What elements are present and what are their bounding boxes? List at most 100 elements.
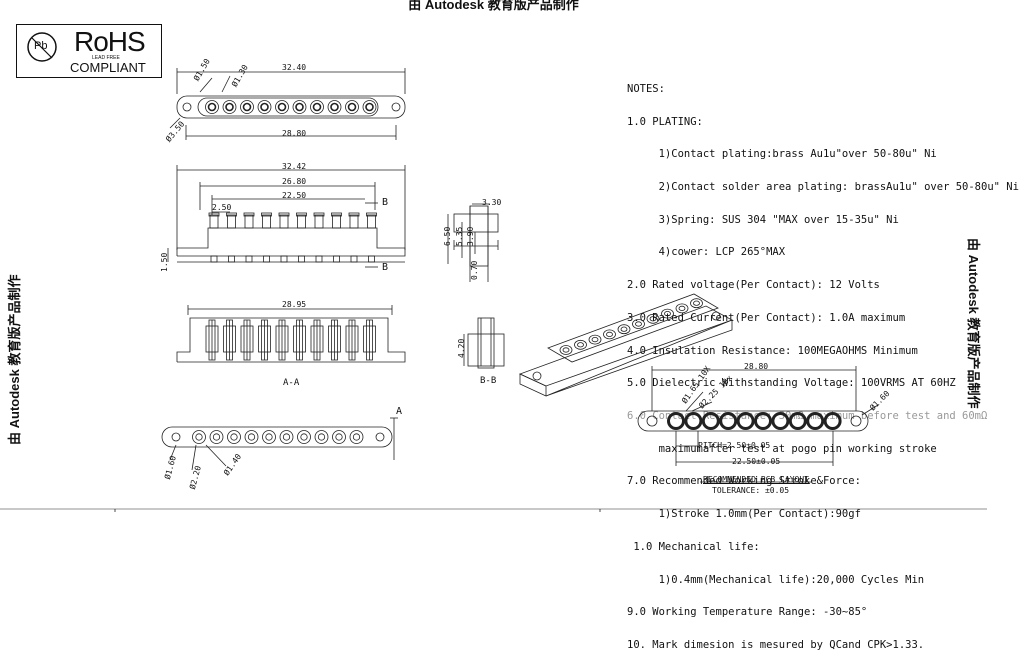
note-line: 9.0 Working Temperature Range: -30~85° [627,606,868,619]
dim-top-hole-pitch: 28.80 [282,129,307,138]
front-pin-plunger [227,214,236,229]
note-line: 1)0.4mm(Mechanical life):20,000 Cycles M… [627,573,925,586]
front-pin-tail [210,255,218,263]
top-pin-outer [205,100,219,114]
note-line: NOTES: [627,82,665,95]
section-a-marker: A [396,406,403,417]
rohs-lead-free: LEAD FREE [92,55,120,61]
top-pin-inner [260,102,269,112]
front-pin-cap [261,212,272,217]
rohs-logo [16,24,162,78]
section-aa-view [176,305,406,363]
bottom-pin-outer [349,430,364,444]
iso-pin-outer [661,308,674,319]
front-pin-tail [333,255,340,263]
top-pin-inner [312,102,322,112]
iso-pin-outer [675,303,689,314]
front-pin-cap [296,212,307,217]
iso-pin-outer [603,329,616,340]
iso-pin-outer [632,319,645,329]
note-line: 4)cower: LCP 265°MAX [627,246,786,259]
rohs-subtitle: COMPLIANT [70,60,146,75]
front-pin-tail [280,255,288,263]
bottom-pin-outer [279,430,294,444]
side-view [447,203,499,282]
front-pin-cap [243,212,255,217]
drawing-canvas [0,68,987,512]
bottom-pin-outer [192,430,206,444]
front-pin-plunger [297,214,306,229]
iso-pin-inner [562,347,570,353]
note-line: maximumafter test at pogo pin working st… [627,442,937,455]
rohs-pb-mark: Pb [34,40,48,52]
note-line: 4.0 Insulation Resistance: 100MEGAOHMS M… [627,344,918,357]
bottom-pin-inner [230,433,238,441]
front-pin-tail [350,255,358,263]
front-pin-cap [313,212,325,217]
pcb-pad [684,412,703,430]
pcb-pad [806,412,825,430]
dim-pcb-pitch: PITCH=2.50±0.05 [698,441,771,450]
top-pin-inner [295,102,304,112]
pcb-pad [823,412,842,430]
front-pin-tail [228,255,235,263]
dim-front-height: 1.50 [160,252,169,272]
caption-pcb-title: RECOMMENDED PCB LAYOUT [703,475,809,484]
front-pin-plunger [209,214,219,229]
top-pin-inner [207,102,217,112]
front-pin-plunger [332,214,341,229]
top-view [169,68,406,140]
pcb-pad [771,412,790,430]
bottom-pin-outer [297,430,311,444]
front-pin-plunger [349,214,359,229]
iso-pin-inner [664,310,671,317]
caption-section-bb: B-B [480,376,497,386]
pcb-pad [701,412,720,430]
iso-pin-inner [693,300,700,306]
pcb-layout-view [637,366,879,483]
bottom-pin-outer [262,430,276,444]
dim-side-h1: 6.50 [443,226,452,246]
dim-section-b-height: 4.20 [457,338,466,358]
bottom-pin-inner [300,433,308,441]
front-pin-cap [208,212,220,217]
bottom-pin-inner [247,433,256,441]
top-pin-inner [242,102,252,112]
note-line: 5.0 Dielectric Withstanding Voltage: 100… [627,377,956,390]
watermark-top: 由 Autodesk 教育版产品制作 [408,0,579,12]
dim-pcb-span: 22.50±0.05 [732,457,781,466]
front-pin-cap [366,212,377,217]
bottom-pin-inner [282,433,291,441]
dim-top-overall: 32.40 [282,63,307,72]
top-pin-outer [345,100,359,114]
top-pin-outer [362,100,377,114]
dim-front-overall: 32.42 [282,162,307,171]
bottom-pin-inner [265,433,273,441]
bottom-pin-outer [332,430,346,444]
iso-pin-outer [690,298,703,309]
front-pin-cap [226,212,237,217]
iso-pin-inner [678,305,686,311]
front-pin-plunger [262,214,271,229]
note-line: 2)Contact solder area plating: brassAu1u… [627,180,1019,193]
iso-pin-outer [559,345,573,355]
bottom-view [161,417,398,471]
bottom-pin-inner [212,433,221,441]
iso-pin-outer [646,313,660,324]
front-pin-cap [331,212,342,217]
iso-pin-inner [649,316,657,322]
pcb-pad [754,412,772,430]
front-pin-tail [245,255,253,263]
dim-section-width: 28.95 [282,300,307,309]
note-line: 1.0 PLATING: [627,115,703,128]
iso-pin-outer [574,339,587,350]
bottom-pin-outer [314,430,329,444]
front-pin-tail [263,255,270,263]
top-pin-outer [292,100,307,114]
note-line: 1.0 Mechanical life: [627,540,760,553]
iso-pin-inner [577,342,584,348]
note-line: 7.0 Recommended Working Stroke&Force: [627,475,861,488]
front-pin-cap [278,212,290,217]
section-b-marker-top: B [382,197,389,208]
bottom-pin-outer [209,430,224,444]
